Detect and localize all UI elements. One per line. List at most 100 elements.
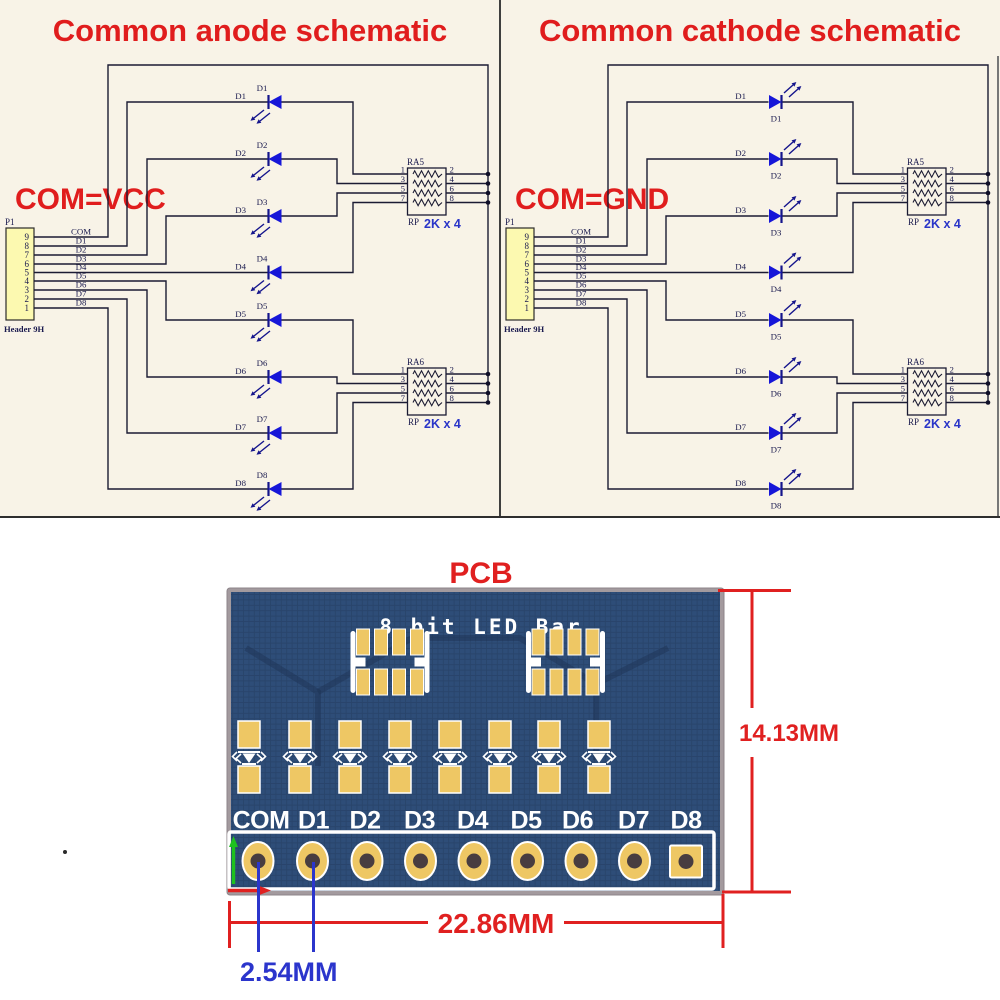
emission-arrowhead	[250, 286, 256, 292]
emission-arrowhead	[796, 86, 802, 91]
wire-net-label: D4	[735, 262, 746, 272]
wire	[34, 215, 269, 265]
silk-bar	[526, 657, 541, 667]
led-triangle	[769, 370, 782, 384]
emission-arrow	[259, 282, 271, 293]
pack-pin-number: 6	[450, 184, 455, 194]
drill-hole	[573, 853, 589, 869]
pitch-dimension-label: 2.54MM	[240, 957, 338, 987]
resistor-pack-value: 2K x 4	[924, 217, 961, 231]
silk-arrow	[357, 753, 365, 764]
resistor-pack-refdes: RA6	[407, 357, 425, 367]
pack-pin-number: 8	[450, 393, 455, 403]
silk-arrow	[285, 753, 293, 764]
pin-number: 1	[525, 303, 530, 313]
emission-arrow	[783, 359, 794, 369]
emission-arrow	[253, 327, 265, 337]
wire-net-label: D6	[235, 366, 246, 376]
silk-diode-triangle	[542, 753, 556, 763]
wire	[781, 392, 908, 434]
pack-pin-number: 5	[901, 384, 906, 394]
silk-arrow	[234, 753, 242, 764]
smd-pad	[410, 628, 424, 656]
led-refdes: D5	[257, 301, 268, 311]
pack-pin-number: 4	[950, 374, 955, 384]
wire-net-label: D2	[235, 148, 246, 158]
pack-pin-number: 1	[401, 365, 405, 375]
smd-pad	[237, 720, 261, 749]
emission-arrow	[783, 141, 794, 151]
led-triangle	[769, 426, 782, 440]
smd-pad	[237, 765, 261, 794]
drill-hole	[520, 853, 535, 869]
pad-label: D8	[671, 807, 703, 835]
resistor-pack-refdes: RA5	[407, 157, 425, 167]
pack-pin-number: 5	[401, 184, 406, 194]
led-symbol	[769, 357, 802, 384]
wire	[781, 319, 908, 375]
schematic-title: Common cathode schematic	[538, 13, 962, 48]
wire	[534, 289, 769, 378]
resistor-network-footprint	[350, 628, 430, 696]
pin-number: 4	[25, 276, 30, 286]
pack-pin-number: 4	[450, 374, 455, 384]
emission-arrowhead	[796, 256, 802, 262]
silk-arrow	[361, 751, 368, 762]
pack-pin-number: 2	[950, 365, 954, 375]
emission-arrowhead	[250, 447, 256, 452]
resistor-pack-refdes: RA6	[907, 357, 925, 367]
silk-arrow	[485, 753, 493, 764]
width-dimension-label: 22.86MM	[438, 908, 555, 939]
drill-hole	[678, 854, 694, 869]
junction-dot	[485, 371, 491, 377]
net-label: COM	[71, 227, 91, 237]
resistor-pack-value: 2K x 4	[924, 417, 961, 431]
emission-arrowhead	[791, 357, 797, 362]
smd-pad	[537, 720, 561, 749]
led-footprint	[482, 720, 518, 794]
led-triangle	[268, 370, 282, 384]
junction-dot	[985, 381, 991, 386]
silk-arrow	[610, 751, 617, 762]
wire-net-label: D3	[735, 205, 746, 215]
smd-pad	[356, 628, 370, 656]
silk-arrow	[411, 751, 418, 762]
emission-arrow	[783, 198, 794, 208]
y-axis-arrowhead	[229, 836, 238, 847]
smd-pad	[549, 668, 564, 696]
resistor-pack-body	[406, 167, 447, 216]
emission-arrow	[783, 302, 794, 312]
wire	[781, 158, 908, 185]
resistor-zigzag	[412, 169, 443, 179]
resistor-pack-part: RP	[408, 217, 419, 227]
silk-arrow	[461, 751, 468, 762]
section-divider	[0, 516, 1000, 518]
led-refdes: D5	[771, 332, 782, 342]
resistor-zigzag	[912, 198, 943, 207]
silk-arrow	[382, 751, 389, 762]
emission-arrow	[259, 112, 271, 122]
emission-arrowhead	[796, 304, 802, 309]
net-label: D4	[76, 262, 87, 272]
wire-net-label: D7	[735, 422, 746, 432]
led-refdes: D2	[257, 140, 268, 150]
silk-arrow	[435, 753, 443, 764]
led-footprint	[531, 720, 567, 794]
emission-arrowhead	[796, 417, 802, 422]
wire	[34, 158, 269, 256]
pin-number: 9	[525, 232, 530, 242]
smd-pad	[438, 765, 462, 794]
led-refdes: D3	[257, 197, 268, 207]
resistor-pack-body	[406, 367, 447, 416]
led-footprint	[581, 720, 617, 794]
led-symbol	[769, 300, 802, 327]
pin-number: 5	[25, 268, 30, 278]
led-footprint	[382, 720, 418, 794]
junction-dot	[985, 400, 991, 405]
emission-arrow	[783, 471, 794, 481]
junction-dot	[985, 200, 991, 205]
led-refdes: D6	[771, 389, 782, 399]
